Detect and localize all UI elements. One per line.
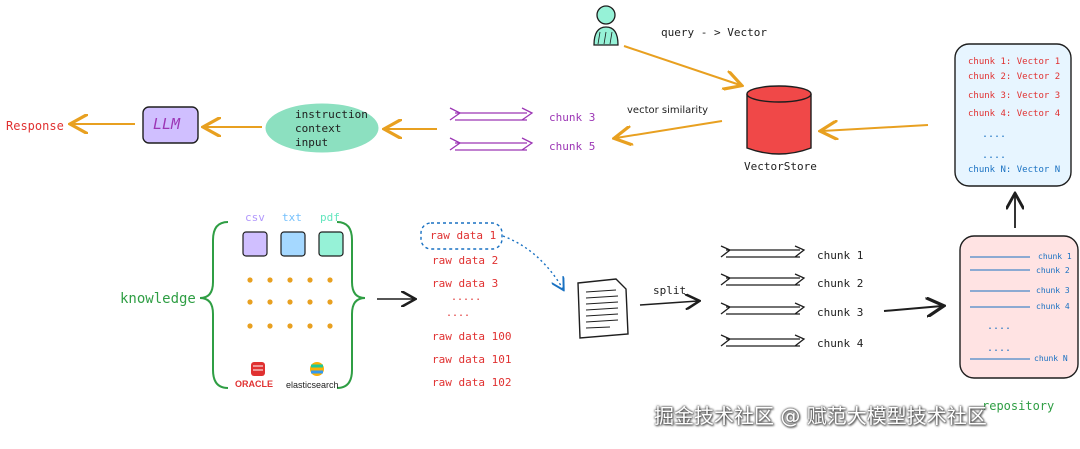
prompt-context-label: context xyxy=(295,122,342,135)
arrow-chunks-to-repo xyxy=(883,306,942,311)
split-chunk-lines xyxy=(720,245,806,347)
repo-item-n: chunk N xyxy=(1034,354,1068,363)
dot-grid xyxy=(247,277,333,329)
repo-ellipsis-2: .... xyxy=(987,343,1012,354)
vector-item-3: chunk 3: Vector 3 xyxy=(968,91,1061,101)
raw-data-ellipsis-1: ..... xyxy=(451,292,482,303)
response-label: Response xyxy=(6,119,64,133)
knowledge-label: knowledge xyxy=(120,291,196,307)
elasticsearch-icon xyxy=(310,362,324,376)
arrow-store-to-chunks xyxy=(616,120,723,138)
raw-data-3: raw data 3 xyxy=(432,277,499,290)
arrow-document-to-chunks xyxy=(639,301,698,305)
oracle-icon xyxy=(251,362,265,376)
repo-item-2: chunk 2 xyxy=(1036,266,1070,275)
raw-data-ellipsis-2: .... xyxy=(446,308,471,319)
split-chunk-2: chunk 2 xyxy=(817,277,864,290)
vector-ellipsis-2: .... xyxy=(982,150,1007,161)
vector-item-4: chunk 4: Vector 4 xyxy=(968,109,1061,119)
repo-item-3: chunk 3 xyxy=(1036,286,1070,295)
elasticsearch-label: elasticsearch xyxy=(286,380,339,390)
database-icon xyxy=(746,85,812,155)
prompt-ellipse xyxy=(265,103,379,153)
pdf-square xyxy=(318,231,344,257)
raw-data-101: raw data 101 xyxy=(432,353,512,366)
raw-data-100: raw data 100 xyxy=(432,330,512,343)
dotted-link-to-document xyxy=(502,235,563,289)
vectorstore-label: VectorStore xyxy=(744,160,817,173)
retrieved-chunk-3-label: chunk 3 xyxy=(549,111,596,124)
vector-item-1: chunk 1: Vector 1 xyxy=(968,57,1061,67)
vector-item-n: chunk N: Vector N xyxy=(968,165,1061,175)
llm-box xyxy=(142,106,199,144)
pdf-label: pdf xyxy=(320,211,340,224)
knowledge-brace xyxy=(199,221,366,389)
retrieved-chunk-5-label: chunk 5 xyxy=(549,140,596,153)
arrow-query-to-store xyxy=(623,45,740,85)
vector-list-box xyxy=(954,43,1072,187)
raw-data-2: raw data 2 xyxy=(432,254,499,267)
watermark: 掘金技术社区 @ 赋范大模型技术社区 xyxy=(654,404,987,428)
arrow-vectors-to-store xyxy=(822,125,929,131)
split-chunk-3: chunk 3 xyxy=(817,306,864,319)
oracle-label: ORACLE xyxy=(235,379,273,389)
vector-ellipsis-1: .... xyxy=(982,129,1007,140)
raw-data-1: raw data 1 xyxy=(430,229,497,242)
repo-ellipsis-1: .... xyxy=(987,321,1012,332)
repository-title: repository xyxy=(982,399,1055,413)
vector-similarity-label: vector similarity xyxy=(627,105,709,116)
query-vector-label: query - > Vector xyxy=(661,26,767,39)
raw-data-102: raw data 102 xyxy=(432,376,512,389)
llm-label: LLM xyxy=(153,115,181,133)
retrieved-chunk-lines xyxy=(449,107,534,151)
prompt-input-label: input xyxy=(295,136,329,149)
split-chunk-1: chunk 1 xyxy=(817,249,864,262)
csv-square xyxy=(242,231,268,257)
document-icon xyxy=(577,278,629,339)
user-icon xyxy=(593,5,619,46)
prompt-instruction-label: instruction xyxy=(295,108,368,121)
vector-item-2: chunk 2: Vector 2 xyxy=(968,72,1061,82)
split-chunk-4: chunk 4 xyxy=(817,337,864,350)
split-label: split xyxy=(653,284,687,297)
txt-square xyxy=(280,231,306,257)
csv-label: csv xyxy=(245,211,265,224)
repo-item-1: chunk 1 xyxy=(1038,252,1072,261)
repo-item-4: chunk 4 xyxy=(1036,302,1070,311)
txt-label: txt xyxy=(282,211,302,224)
repository-lines xyxy=(970,256,1030,360)
raw-data-1-highlight xyxy=(420,222,503,250)
